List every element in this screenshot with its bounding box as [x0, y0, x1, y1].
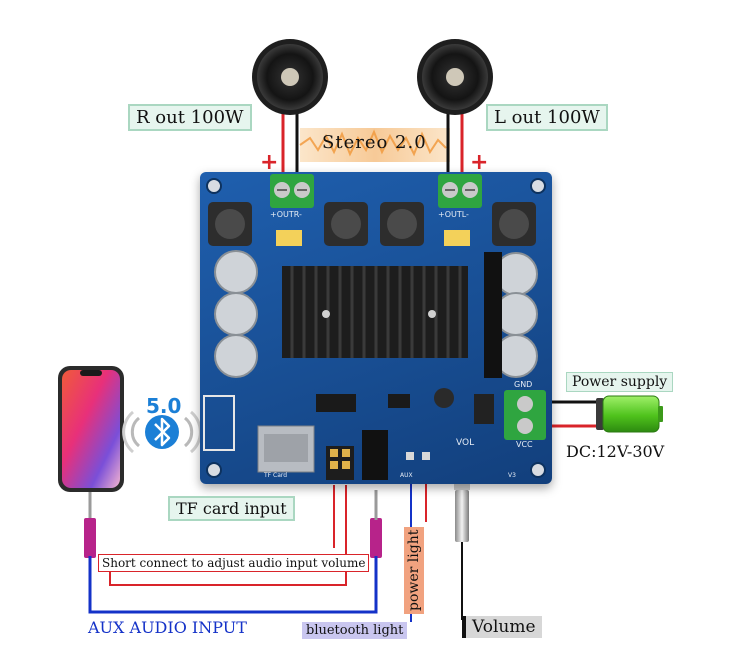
output-terminal-r: [270, 174, 314, 208]
output-terminal-l: [438, 174, 482, 208]
left-speaker: [417, 39, 493, 115]
aux-plug-left: [84, 518, 96, 558]
l-out-label: L out 100W: [486, 104, 608, 131]
short-connect-red-wire: [109, 485, 347, 586]
bluetooth-version-label: 5.0: [146, 394, 182, 418]
power-light-label: power light: [404, 526, 424, 614]
plus-sign-right: +: [470, 150, 489, 175]
board-silk-vcc: VCC: [516, 440, 533, 449]
stereo-band: [299, 128, 450, 162]
plus-sign-left: +: [260, 150, 279, 175]
right-speaker: [252, 39, 328, 115]
stereo-label: Stereo 2.0: [322, 132, 427, 153]
smartphone-icon: [58, 366, 124, 492]
tf-card-slot: [257, 425, 315, 473]
board-silk-vol: VOL: [456, 438, 475, 448]
board-silk-gnd: GND: [514, 380, 533, 389]
power-supply-label: Power supply: [566, 372, 674, 392]
heatsink: [282, 266, 468, 358]
power-led: [422, 452, 430, 460]
bluetooth-led: [406, 452, 414, 460]
board-silk-outl: +OUTL-: [438, 210, 469, 219]
board-silk-aux: AUX: [400, 472, 413, 479]
short-connect-label: Short connect to adjust audio input volu…: [98, 554, 370, 572]
dc-range-label: DC:12V-30V: [566, 442, 665, 461]
aux-blue-wire: [88, 556, 378, 614]
board-components: [203, 174, 546, 480]
aux-plug-right: [370, 518, 382, 558]
bluetooth-light-label: bluetooth light: [302, 622, 408, 639]
amplifier-board: +OUTR- +OUTL- GND VCC VOL TF Card AUX V3: [200, 172, 552, 484]
inductor-4: [492, 202, 536, 246]
r-out-label: R out 100W: [128, 104, 252, 131]
board-silk-tf: TF Card: [264, 472, 288, 479]
inductor-1: [208, 202, 252, 246]
volume-jumper-pins: [326, 446, 354, 480]
volume-label: Volume: [462, 616, 542, 638]
board-silk-v3: V3: [508, 472, 516, 479]
power-terminal: [504, 390, 546, 440]
inductor-3: [380, 202, 424, 246]
tf-card-label: TF card input: [168, 496, 295, 521]
aux-audio-input-label: AUX AUDIO INPUT: [88, 618, 247, 637]
bluetooth-icon: [122, 410, 202, 454]
aux-jack: [362, 430, 388, 480]
battery-icon: [596, 395, 663, 433]
board-silk-outr: +OUTR-: [270, 210, 302, 219]
capacitors-right: [484, 252, 538, 378]
capacitors-left: [214, 250, 258, 378]
inductor-2: [324, 202, 368, 246]
